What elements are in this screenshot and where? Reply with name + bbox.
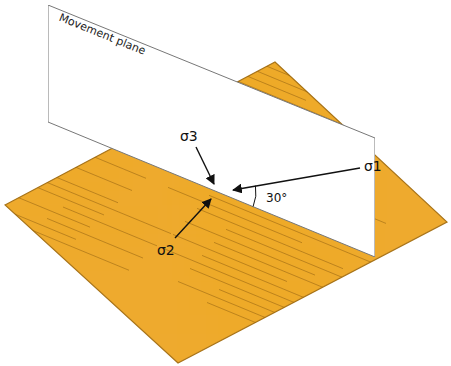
striation [0, 158, 171, 233]
striation [160, 0, 280, 36]
striation [190, 268, 300, 313]
striation [10, 194, 90, 227]
angle-label: 30° [266, 191, 287, 205]
striation [207, 302, 313, 346]
striation [214, 242, 356, 301]
striation [21, 136, 79, 160]
striation [0, 0, 85, 1]
striation [177, 20, 293, 68]
striation [63, 207, 157, 246]
movement-plane-shape [48, 5, 375, 257]
stress-label: σ1 [364, 158, 382, 174]
striation [42, 171, 118, 202]
striation [0, 206, 76, 240]
striation [54, 0, 166, 7]
movement-plane: Movement plane [48, 5, 375, 257]
striation [26, 183, 104, 215]
striation [185, 221, 315, 275]
stress-label: σ3 [180, 128, 198, 144]
striation [173, 234, 287, 281]
sigma1-arrow [233, 168, 360, 190]
stress-label: σ2 [157, 242, 175, 258]
striations [0, 0, 388, 366]
striation [189, 7, 321, 62]
plane-outline [48, 5, 375, 257]
striation [31, 230, 129, 270]
sigma2-arrow [175, 199, 211, 238]
striation [218, 28, 362, 87]
striation [5, 147, 65, 172]
angle-arc [253, 186, 256, 207]
sigma3-arrow [196, 147, 214, 184]
striation [47, 218, 143, 258]
striation [58, 160, 132, 191]
striation [178, 282, 382, 366]
striation [161, 247, 369, 333]
